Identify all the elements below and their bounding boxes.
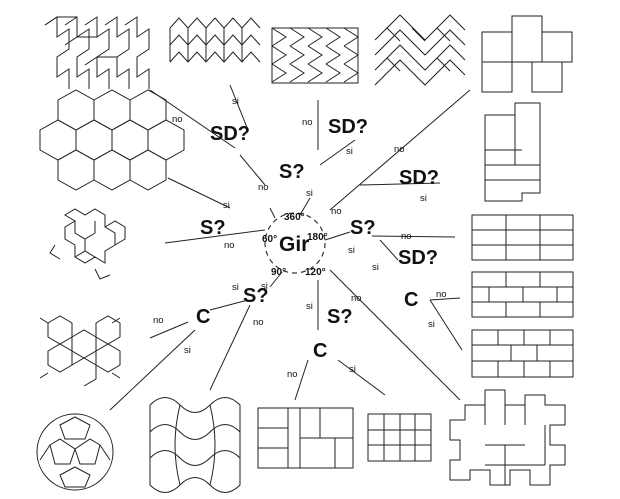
connector-lines: [109, 84, 471, 411]
node-sd-right-upper: SD?: [399, 167, 439, 189]
edge-si: si: [184, 345, 191, 356]
node-s-right: S?: [350, 217, 376, 239]
angle-180: 180°: [307, 232, 328, 243]
edge-si: si: [346, 146, 353, 157]
tiling-l-blocks: [481, 15, 573, 93]
edge-si: si: [306, 301, 313, 312]
edge-no: no: [401, 231, 412, 242]
angle-90: 90°: [271, 267, 286, 278]
edge-no: no: [351, 293, 362, 304]
edge-si: si: [420, 193, 427, 204]
center-circle: [264, 212, 326, 274]
edge-no: no: [331, 206, 342, 217]
tiling-trihex-mesh: [39, 315, 121, 387]
edge-si: si: [372, 262, 379, 273]
edge-labels: si no no si no si no si si no no no si s…: [153, 96, 447, 380]
tiling-stack-bricks: [471, 329, 574, 378]
edge-no: no: [153, 315, 164, 326]
edge-no: no: [258, 182, 269, 193]
tiling-arrows: [271, 27, 359, 84]
tiling-cubes: [49, 208, 126, 280]
edge-no: no: [253, 317, 264, 328]
angle-120: 120°: [305, 267, 326, 278]
edge-si: si: [232, 282, 239, 293]
node-s-top: S?: [279, 161, 305, 183]
edge-si: si: [223, 200, 230, 211]
node-c-left: C: [196, 306, 210, 328]
angle-360: 360°: [284, 212, 305, 223]
edge-no: no: [172, 114, 183, 125]
node-c-right: C: [404, 289, 418, 311]
tiling-hexagons: [39, 89, 185, 191]
tiling-chevrons-small: [169, 17, 261, 63]
node-c-bottom: C: [313, 340, 327, 362]
node-sd-top-left: SD?: [210, 123, 250, 145]
tiling-tall-blocks: [484, 102, 541, 202]
tiling-running-bond: [471, 271, 574, 318]
tiling-zigzag-columns: [44, 16, 150, 89]
edge-no: no: [287, 369, 298, 380]
edge-no: no: [302, 117, 313, 128]
tiling-bricks-grid: [471, 214, 574, 261]
edge-si: si: [261, 281, 268, 292]
tiling-herringbone: [374, 14, 466, 86]
tiling-curved-interlock: [149, 397, 241, 493]
node-sd-top: SD?: [328, 116, 368, 138]
edge-si: si: [348, 245, 355, 256]
tiling-square-grid: [367, 413, 432, 462]
node-s-120: S?: [327, 306, 353, 328]
edge-si: si: [428, 319, 435, 330]
edge-no: no: [224, 240, 235, 251]
center-label: Gir: [279, 233, 309, 256]
edge-no: no: [394, 144, 405, 155]
edge-si: si: [232, 96, 239, 107]
node-sd-right-lower: SD?: [398, 247, 438, 269]
angle-60: 60°: [262, 234, 277, 245]
tiling-basketweave: [257, 407, 354, 469]
node-s-left: S?: [200, 217, 226, 239]
edge-no: no: [436, 289, 447, 300]
tiling-pentagons: [36, 413, 114, 491]
node-s-90: S?: [243, 285, 269, 307]
tiling-crosses: [449, 389, 566, 486]
edge-si: si: [349, 364, 356, 375]
edge-si: si: [306, 188, 313, 199]
